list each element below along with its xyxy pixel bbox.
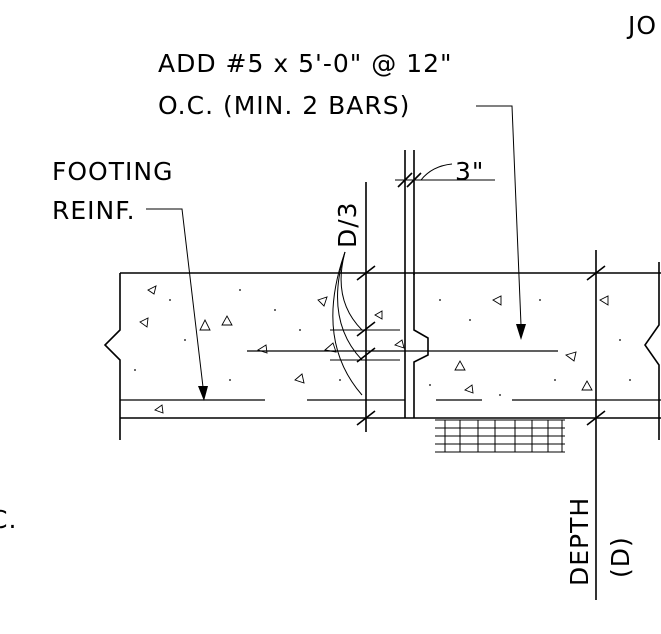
earth-hatch	[435, 419, 565, 453]
dim-d3-label: D/3	[333, 201, 362, 248]
add-bars-note-line2: O.C. (MIN. 2 BARS)	[158, 91, 410, 120]
footing-reinf-note-line1: FOOTING	[52, 157, 173, 186]
depth-symbol-label: (D)	[606, 536, 635, 578]
corner-text-partial: JO	[626, 11, 657, 40]
dim-3in-label: 3"	[455, 157, 484, 186]
construction-joint-key	[404, 150, 429, 418]
footing-outline	[103, 262, 661, 440]
left-text-partial: C.	[0, 505, 17, 534]
concrete-aggregate	[134, 285, 631, 414]
depth-dimension	[586, 250, 606, 600]
three-inch-dimension	[395, 163, 495, 188]
add-bars-note-line1: ADD #5 x 5'-0" @ 12"	[158, 49, 453, 78]
depth-label: DEPTH	[565, 497, 594, 586]
add-bars-leader	[476, 105, 526, 340]
footing-reinf-leader	[146, 208, 208, 401]
d3-dimension	[330, 182, 400, 432]
footing-reinf-note-line2: REINF.	[52, 196, 136, 225]
